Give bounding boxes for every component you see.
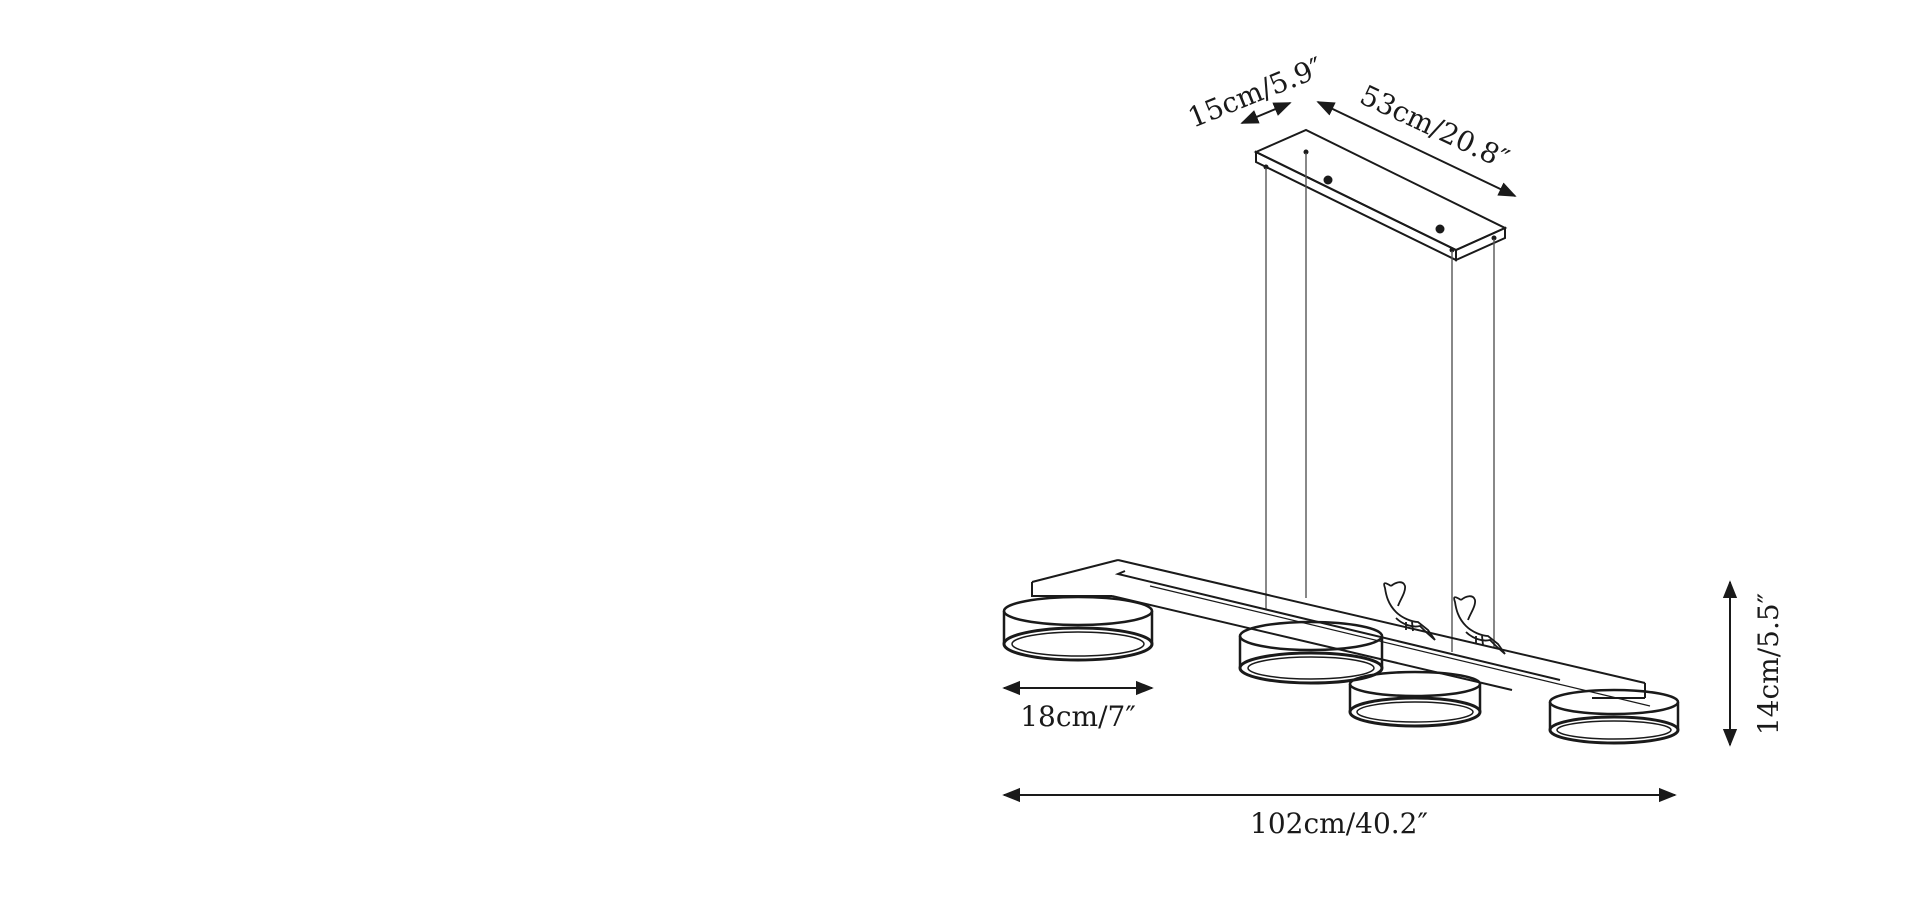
shade (1548, 688, 1680, 745)
shade (1348, 670, 1482, 728)
dimension-canopy-length: 53cm/20.8″ (1316, 78, 1517, 197)
shade (1238, 620, 1384, 685)
dimension-canopy-depth: 15cm/5.9″ (1183, 51, 1327, 135)
canopy-screw (1323, 175, 1333, 185)
bird-figurine (1453, 595, 1506, 655)
canopy (1253, 128, 1508, 262)
dimension-label: 53cm/20.8″ (1355, 78, 1514, 176)
light-bar (1031, 559, 1651, 707)
dimension-label: 14cm/5.5″ (1752, 593, 1785, 735)
canopy-screw (1435, 224, 1445, 234)
dimension-height: 14cm/5.5″ (1722, 580, 1785, 747)
dimension-label: 18cm/7″ (1020, 700, 1136, 733)
dimension-label: 15cm/5.9″ (1183, 51, 1327, 135)
bird-figurine (1383, 581, 1436, 641)
suspension-cables (1265, 153, 1495, 652)
dimension-shade-diameter: 18cm/7″ (1002, 680, 1154, 733)
dimension-overall-length: 102cm/40.2″ (1002, 787, 1677, 840)
dimension-label: 102cm/40.2″ (1250, 807, 1428, 840)
shade (1002, 595, 1154, 662)
